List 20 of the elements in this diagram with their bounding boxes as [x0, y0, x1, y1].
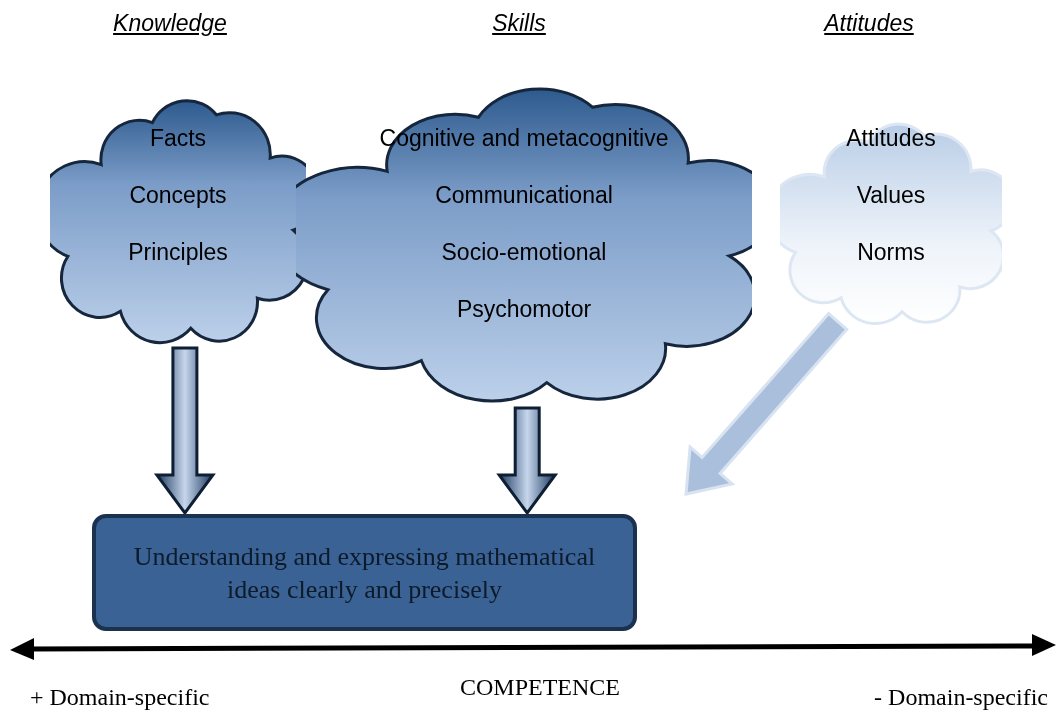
cloud-item: Facts [149, 124, 207, 152]
cloud-item: Concepts [129, 181, 227, 209]
cloud-item: Psychomotor [456, 295, 592, 323]
column-heading: Skills [492, 10, 546, 37]
box-text: Understanding and expressing mathematical ideas clearly and precisely [132, 540, 597, 606]
column-heading: Knowledge [113, 10, 227, 37]
cloud-item: Norms [857, 238, 925, 266]
scale-end-label: - Domain-specific [874, 684, 1048, 711]
cloud-item: Principles [128, 238, 228, 266]
cloud-item: Socio-emotional [441, 238, 607, 266]
axis-title: COMPETENCE [460, 674, 620, 701]
column-heading: Attitudes [824, 10, 914, 37]
cloud-item: Attitudes [846, 124, 936, 152]
process-box [92, 514, 637, 631]
cloud-item: Communicational [435, 181, 613, 209]
cloud-item: Values [856, 181, 926, 209]
block-arrow [153, 346, 216, 516]
block-arrow [684, 311, 849, 496]
block-arrow [496, 406, 559, 516]
scale-end-label: + Domain-specific [30, 684, 210, 711]
